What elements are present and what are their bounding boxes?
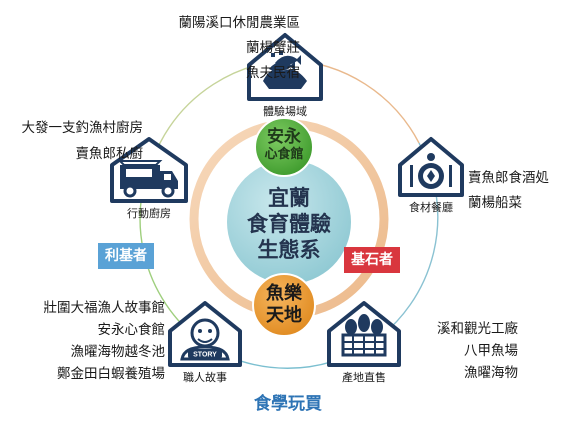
top-bubble — [254, 117, 314, 177]
svg-text:STORY: STORY — [193, 352, 217, 359]
list-item: 溪和觀光工廠 — [437, 321, 518, 337]
list-item: 賣魚郎私廚 — [75, 146, 144, 162]
list-item: 蘭陽溪口休閒農業區 — [178, 15, 301, 31]
bottom-title: 食學玩買 — [254, 394, 322, 414]
list-item: 八甲魚場 — [464, 343, 518, 359]
fish-hands-icon — [263, 51, 307, 89]
center-line-2: 食育體驗 — [247, 212, 331, 236]
food-truck-icon — [117, 160, 178, 198]
caption-story: 職人故事 — [183, 371, 227, 384]
center-line-1: 宜蘭 — [268, 186, 310, 210]
badge-left-bg — [98, 243, 154, 269]
list-item: 魚夫民宿 — [246, 65, 300, 81]
top-bubble-line-1: 安永 — [267, 127, 301, 147]
list-item: 賣魚郎食酒処 — [468, 170, 549, 186]
caption-producer: 產地直售 — [342, 371, 386, 384]
list-kitchen: 大發一支釣漁村廚房 賣魚郎私廚 — [0, 119, 144, 163]
caption-experience: 體驗場域 — [263, 105, 307, 118]
center-line-3: 生態系 — [257, 238, 321, 262]
list-producer: 溪和觀光工廠 八甲魚場 漁曜海物 — [410, 320, 518, 382]
list-restaurant: 賣魚郎食酒処 蘭楊船菜 — [468, 169, 549, 212]
center-label: 宜蘭 食育體驗 生態系 — [229, 185, 349, 263]
badge-keystone: 基石者 — [351, 252, 393, 268]
list-item: 安永心食館 — [97, 322, 166, 338]
node-restaurant — [398, 137, 464, 197]
top-bubble-line-2: 心食館 — [264, 147, 304, 162]
list-item: 大發一支釣漁村廚房 — [21, 120, 144, 136]
list-experience: 蘭陽溪口休閒農業區 蘭楊蟹莊 魚夫民宿 — [100, 14, 301, 82]
caption-kitchen: 行動廚房 — [127, 207, 171, 220]
top-bubble-label: 安永 心食館 — [249, 128, 319, 163]
dinner-plate-icon — [410, 153, 452, 189]
list-story: 壯圍大福漁人故事館 安永心食館 漁曜海物越冬池 鄭金田白蝦養殖場 — [20, 299, 166, 383]
list-item: 鄭金田白蝦養殖場 — [57, 366, 165, 382]
list-item: 蘭楊船菜 — [468, 195, 522, 211]
bottom-bubble-line-2: 天地 — [266, 305, 302, 326]
bottom-bubble-line-1: 魚樂 — [266, 283, 302, 304]
list-item: 漁曜海物越冬池 — [70, 344, 166, 360]
node-story: STORY — [168, 301, 242, 367]
story-person-icon: STORY — [180, 318, 230, 361]
node-producer — [327, 301, 401, 367]
badge-niche: 利基者 — [105, 248, 147, 264]
bottom-bubble-label: 魚樂 天地 — [249, 283, 319, 327]
list-item: 蘭楊蟹莊 — [246, 40, 300, 56]
badge-right-bg — [344, 247, 400, 273]
caption-restaurant: 食材餐廳 — [409, 201, 453, 214]
center-circle — [227, 160, 351, 284]
vegetable-basket-icon — [341, 314, 387, 357]
list-item: 壯圍大福漁人故事館 — [43, 300, 166, 316]
list-item: 漁曜海物 — [464, 365, 518, 381]
bottom-bubble — [252, 273, 316, 337]
node-kitchen — [110, 137, 188, 203]
node-experience — [247, 33, 323, 101]
